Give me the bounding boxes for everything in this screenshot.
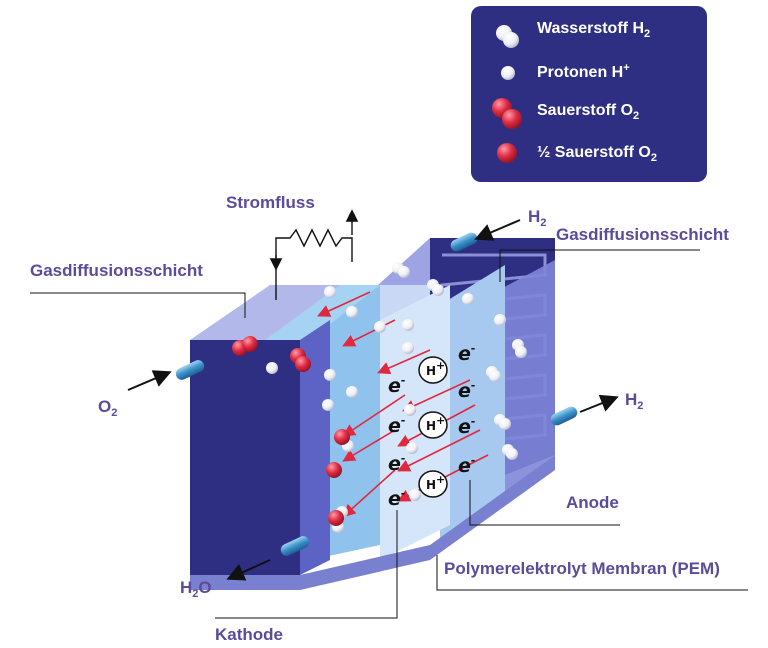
h2o-out-arrow: [226, 559, 271, 581]
electron-symbol: e-: [458, 454, 475, 477]
legend-item-oxygen: Sauerstoff O2: [537, 102, 639, 122]
label-h2-in: H2: [528, 207, 546, 229]
proton-badge: H+: [418, 470, 448, 498]
label-h2o-out: H2O: [180, 578, 212, 600]
o2-in-arrow: [127, 370, 172, 391]
proton-badge: H+: [418, 411, 448, 439]
electron-symbol: e-: [388, 487, 405, 510]
electron-symbol: e-: [388, 452, 405, 475]
fuel-cell-body: e- e- e- e- e- e- e- e- H+ H+ H+: [175, 232, 578, 590]
legend-box: [471, 6, 707, 182]
legend-hydrogen-icon: [496, 25, 519, 48]
electron-symbol: e-: [458, 415, 475, 438]
anode-gas-diffusion-layer: [440, 265, 505, 545]
label-gas-diffusion-left: Gasdiffusionsschicht: [30, 261, 203, 280]
pipe-h2-out: [550, 406, 578, 426]
svg-text:H+: H+: [426, 414, 445, 433]
legend-item-hydrogen: Wasserstoff H2: [537, 20, 650, 40]
gas-flow-arrows: [127, 219, 619, 581]
h2-out-arrow: [579, 394, 619, 413]
electron-symbol: e-: [388, 374, 405, 397]
label-h2-out: H2: [625, 390, 643, 412]
external-circuit: [269, 209, 359, 300]
proton-badges: H+ H+ H+: [418, 356, 448, 498]
cathode-front-plate: [190, 340, 300, 575]
leader-lines: [30, 249, 748, 619]
svg-text:H+: H+: [426, 359, 445, 378]
electron-symbol: e-: [458, 379, 475, 402]
h2-in-arrow: [474, 219, 521, 241]
label-anode: Anode: [566, 493, 619, 512]
proton-badge: H+: [418, 356, 448, 384]
cathode-plate-edge: [300, 320, 330, 575]
legend: Wasserstoff H2 Protonen H+ Sauerstoff O2…: [471, 6, 707, 182]
label-o2-in: O2: [98, 397, 117, 419]
pipe-h2-in: [450, 232, 478, 252]
oxygen-particles: [232, 336, 350, 526]
label-cathode: Kathode: [215, 625, 283, 644]
electron-symbol: e-: [458, 342, 475, 365]
pipe-h2o-out: [280, 536, 310, 556]
legend-oxygen-icon: [492, 98, 522, 129]
electron-symbols: e- e- e- e- e- e- e- e-: [388, 342, 475, 510]
pipe-o2-in: [175, 360, 205, 380]
electron-symbol: e-: [388, 414, 405, 437]
label-current-flow: Stromfluss: [226, 193, 315, 212]
legend-proton-icon: [501, 66, 515, 80]
label-gas-diffusion-right: Gasdiffusionsschicht: [556, 225, 729, 244]
reaction-arrows: [317, 291, 489, 518]
legend-half-oxygen-icon: [497, 143, 517, 163]
legend-item-proton: Protonen H+: [537, 62, 630, 81]
legend-item-half-oxygen: ½ Sauerstoff O2: [537, 144, 657, 164]
label-pem: Polymerelektrolyt Membran (PEM): [444, 559, 720, 578]
svg-text:H+: H+: [426, 473, 445, 492]
